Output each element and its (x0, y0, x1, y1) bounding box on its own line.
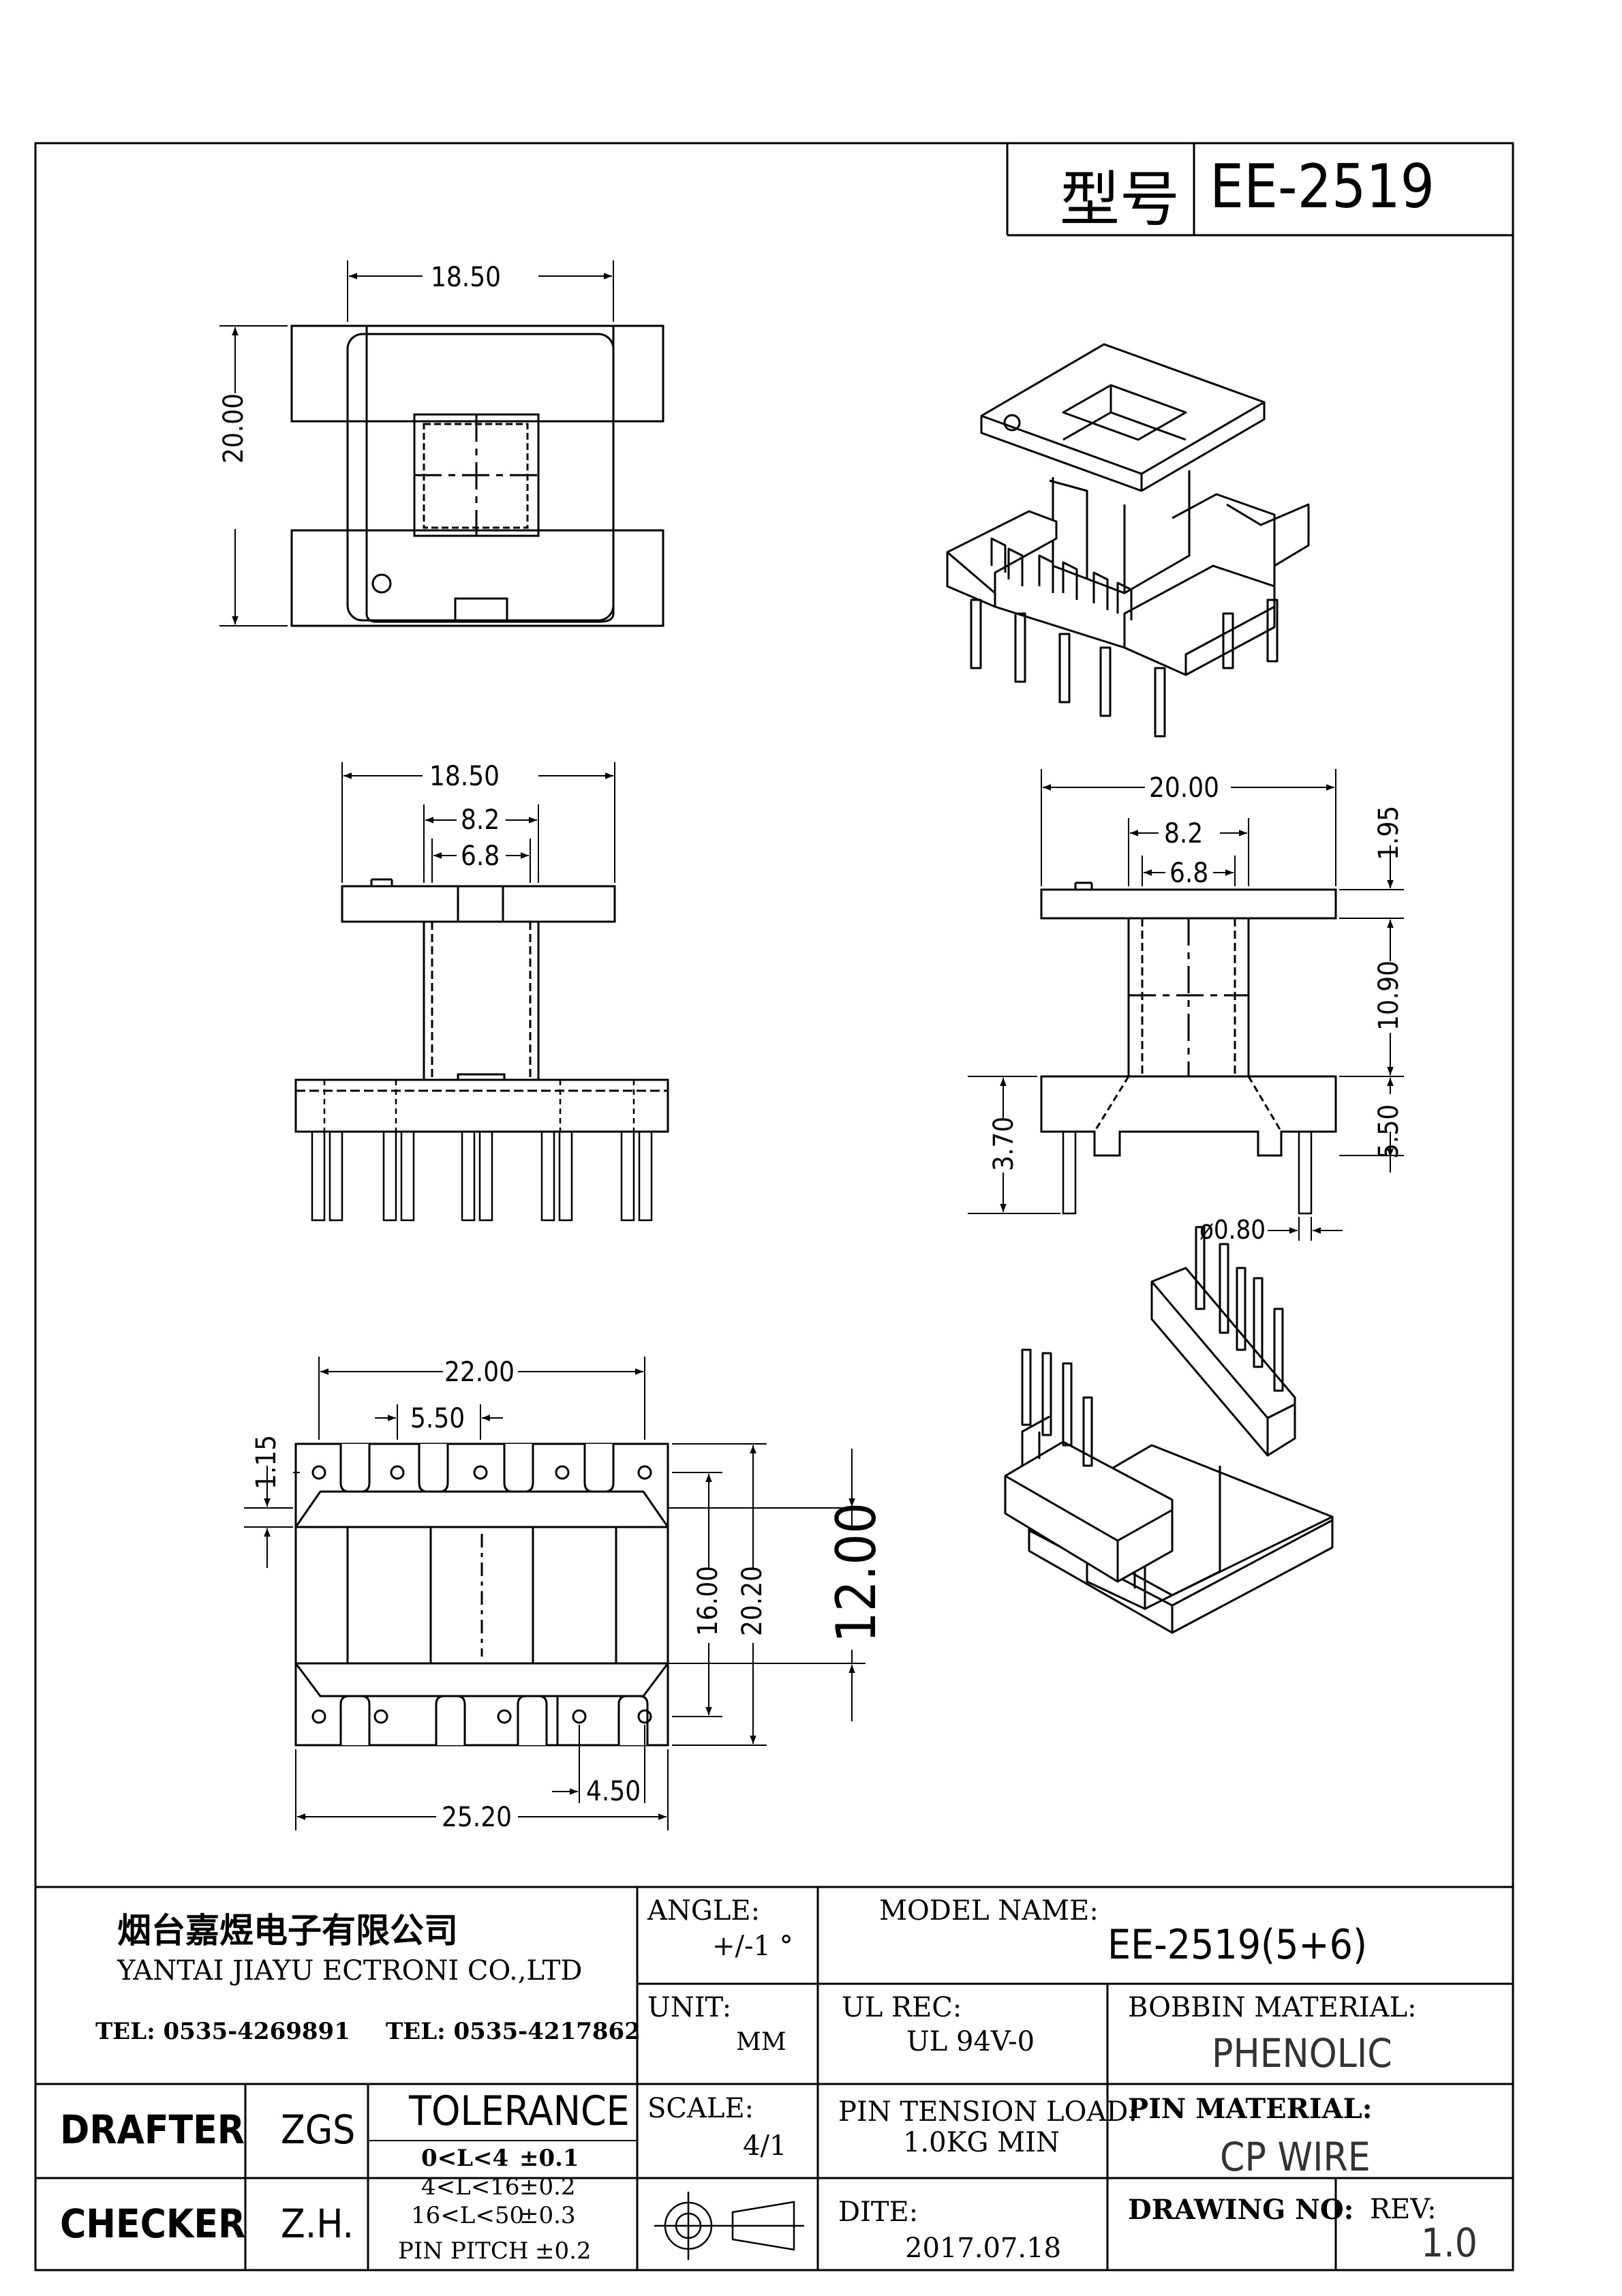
tolerance-row-2-range: 4<L<16 (421, 2173, 520, 2201)
bottom-view-dims (244, 1357, 866, 1830)
top-view-dims (219, 260, 614, 626)
projection-symbol-icon (654, 2192, 804, 2260)
pin-pitch-label: PIN PITCH (398, 2237, 529, 2265)
dim-bottom-width: 25.20 (442, 1802, 512, 1833)
checker-value: Z.H. (281, 2201, 354, 2247)
dim-side-pin: 3.70 (988, 1116, 1020, 1171)
dim-bottom-span: 22.00 (444, 1357, 515, 1388)
tel-2: TEL: 0535-4217862 (386, 2018, 641, 2045)
model-header (1006, 143, 1513, 237)
bottom-view (294, 1442, 669, 1747)
dim-side-inner2: 6.8 (1169, 858, 1209, 889)
company-name-en: YANTAI JIAYU ECTRONI CO.,LTD (117, 1955, 583, 1987)
iso-view-top (946, 343, 1310, 738)
dim-front-inner1: 8.2 (461, 804, 500, 836)
unit-value: MM (736, 2028, 786, 2056)
ul-rec-value: UL 94V-0 (906, 2026, 1035, 2057)
side-view (1040, 881, 1337, 1215)
sheet-border (34, 142, 1514, 2271)
dim-bottom-h3: 12.00 (825, 1502, 888, 1643)
tolerance-label: TOLERANCE (409, 2087, 630, 2135)
dim-bottom-h1: 16.00 (692, 1566, 724, 1636)
bobbin-material-value: PHENOLIC (1212, 2030, 1392, 2076)
title-block-grid (35, 1886, 1513, 2270)
dim-side-flange: 1.95 (1373, 805, 1405, 860)
angle-value: +/-1 ° (712, 1931, 793, 1962)
front-view (294, 878, 669, 1133)
tolerance-row-1-range: 0<L<4 (421, 2145, 509, 2172)
scale-label: SCALE: (647, 2093, 754, 2124)
date-label: DITE: (838, 2196, 919, 2228)
dim-pin-diameter: ø0.80 (1199, 1215, 1266, 1245)
ul-rec-label: UL REC: (842, 1992, 962, 2023)
top-view (290, 324, 664, 627)
dim-bottom-h2: 20.20 (737, 1566, 768, 1636)
dim-bottom-pitch2: 4.50 (586, 1776, 641, 1807)
tolerance-row-3-value: ±0.3 (519, 2202, 576, 2229)
checker-label: CHECKER (60, 2201, 246, 2247)
side-view-dims (968, 769, 1404, 1241)
tolerance-row-3-range: 16<L<50 (411, 2202, 525, 2229)
date-value: 2017.07.18 (905, 2233, 1062, 2264)
dim-top-height: 20.00 (218, 393, 249, 464)
pin-material-value: CP WIRE (1220, 2134, 1371, 2180)
drafter-value: ZGS (281, 2106, 356, 2153)
tel-1: TEL: 0535-4269891 (95, 2018, 350, 2045)
rev-value: 1.0 (1421, 2220, 1478, 2266)
dim-side-inner1: 8.2 (1164, 818, 1204, 849)
dim-top-width: 18.50 (431, 262, 501, 293)
dim-side-core: 10.90 (1373, 961, 1405, 1031)
angle-label: ANGLE: (647, 1895, 761, 1927)
drafter-label: DRAFTER (60, 2106, 245, 2153)
dim-side-width: 20.00 (1149, 772, 1219, 804)
drawing-no-label: DRAWING NO: (1128, 2194, 1354, 2226)
tolerance-row-2-value: ±0.2 (519, 2173, 576, 2201)
model-label: 型号 (1060, 164, 1180, 235)
pin-material-label: PIN MATERIAL: (1128, 2093, 1373, 2125)
dim-bottom-pitch: 5.50 (410, 1403, 465, 1434)
company-name-cn: 烟台嘉煜电子有限公司 (117, 1911, 458, 1950)
bobbin-material-label: BOBBIN MATERIAL: (1128, 1992, 1417, 2023)
dim-side-base: 5.50 (1373, 1104, 1405, 1159)
dim-front-inner2: 6.8 (461, 841, 500, 872)
unit-label: UNIT: (647, 1992, 732, 2023)
tolerance-row-1-value: ±0.1 (519, 2145, 579, 2172)
dim-front-width: 18.50 (429, 761, 500, 792)
rev-label: REV: (1370, 2194, 1437, 2225)
model-name-value: EE-2519(5+6) (1107, 1921, 1368, 1969)
iso-view-bottom (1004, 1226, 1334, 1634)
scale-value: 4/1 (743, 2130, 787, 2162)
pin-pitch-value: ±0.2 (535, 2237, 592, 2265)
pin-tension-value: 1.0KG MIN (903, 2127, 1060, 2158)
model-number: EE-2519 (1210, 151, 1435, 222)
model-name-label: MODEL NAME: (879, 1895, 1099, 1927)
pin-tension-label: PIN TENSION LOAD: (838, 2096, 1137, 2128)
front-pins (311, 1080, 653, 1222)
dim-bottom-slot: 1.15 (251, 1434, 282, 1490)
front-view-dims (341, 762, 615, 883)
